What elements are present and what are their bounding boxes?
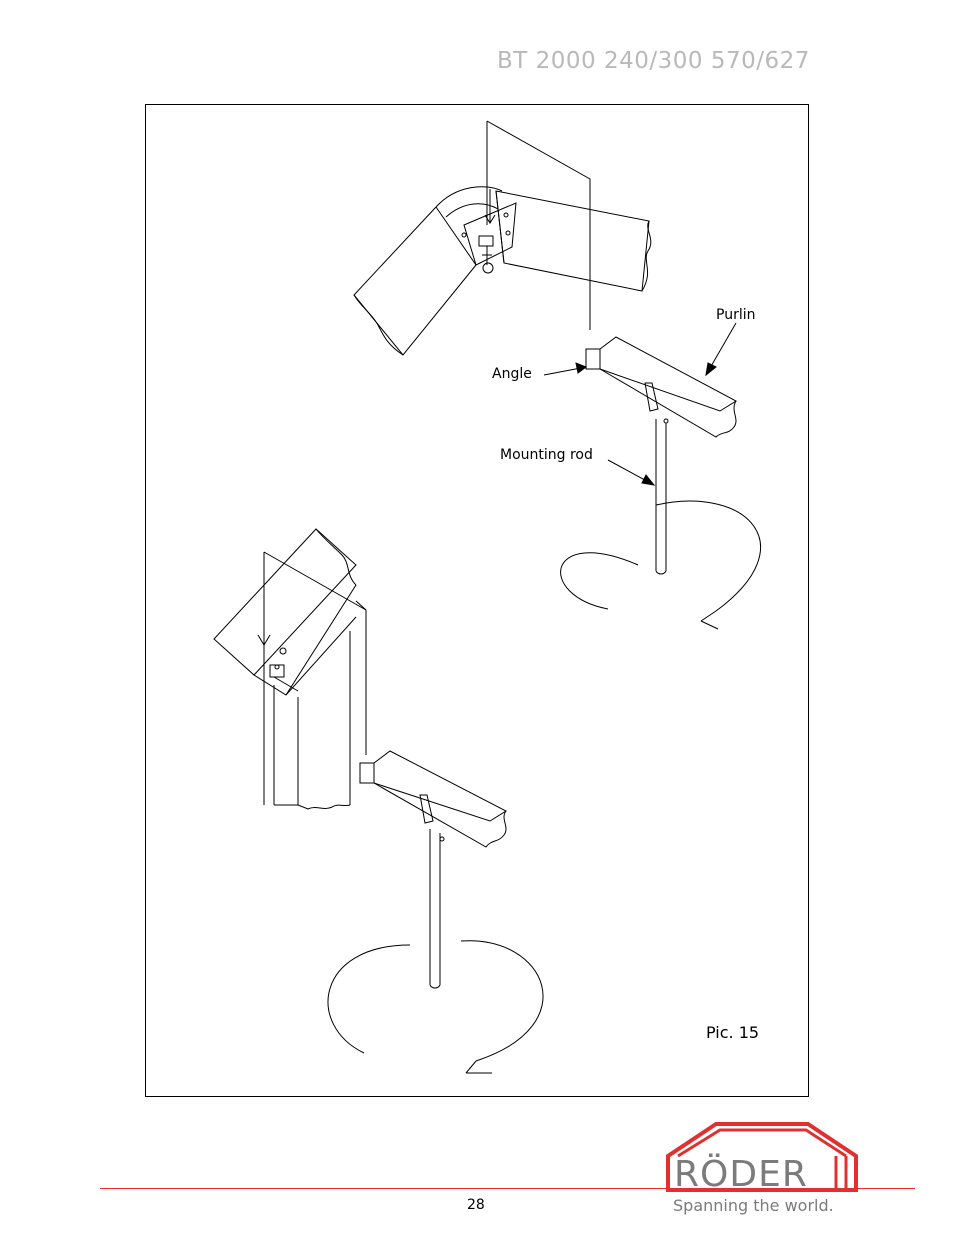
figure-caption: Pic. 15: [706, 1023, 760, 1042]
label-mounting-rod: Mounting rod: [500, 447, 593, 463]
figure-frame: Purlin Angle Mounting rod Pic. 15: [145, 104, 809, 1097]
roder-logo: RÖDER: [666, 1122, 858, 1195]
label-angle: Angle: [492, 366, 532, 382]
lower-purlin-assembly: [327, 750, 544, 1074]
assembly-diagram: [213, 120, 762, 1074]
page-number: 28: [467, 1197, 485, 1213]
label-arrows: [543, 322, 737, 486]
logo-tagline: Spanning the world.: [673, 1196, 834, 1215]
document-title: BT 2000 240/300 570/627: [497, 48, 810, 74]
footer-divider: [100, 1188, 915, 1189]
upper-purlin-assembly: [560, 336, 762, 630]
logo-wordmark: RÖDER: [674, 1153, 808, 1195]
lower-column-assembly: [213, 528, 367, 810]
top-corner-assembly: [353, 120, 652, 356]
label-purlin: Purlin: [716, 307, 756, 323]
